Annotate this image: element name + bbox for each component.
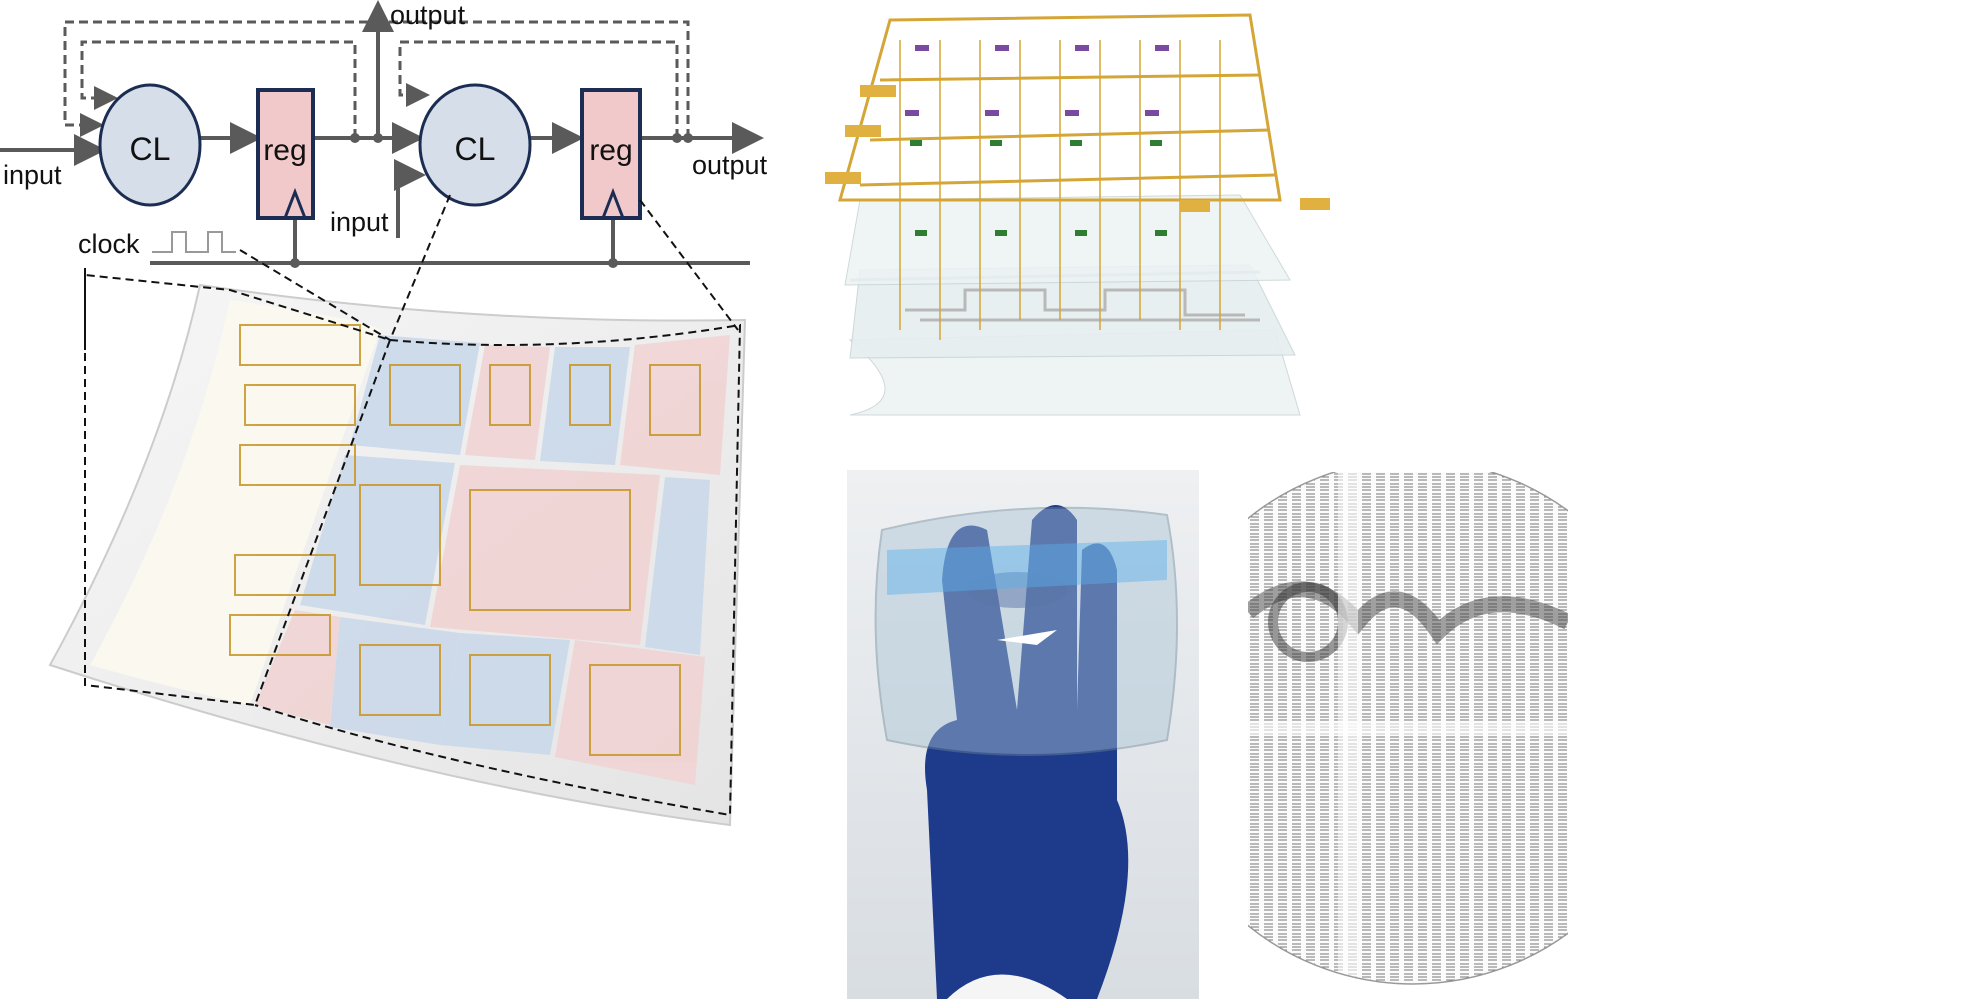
input-label-mid: input	[330, 207, 389, 237]
flexible-circuit-sheet	[48, 273, 747, 827]
cl-label: CL	[130, 131, 171, 167]
zoom-guide-lines	[84, 194, 739, 350]
wafer-scan-image	[1248, 472, 1568, 999]
photo-hand-holding-wafer	[847, 470, 1199, 999]
clock-label: clock	[78, 229, 140, 259]
cl-label: CL	[455, 131, 496, 167]
input-label-left: input	[3, 160, 62, 190]
cl-block-2: CL	[418, 83, 532, 207]
output-label-top: output	[390, 0, 466, 30]
3d-layered-circuit-render	[825, 13, 1330, 416]
sequential-logic-schematic: CL reg CL reg	[0, 0, 764, 268]
output-label-right: output	[692, 150, 768, 180]
reg-block-1: reg	[256, 88, 315, 220]
clock-waveform-icon	[152, 231, 236, 253]
reg-label: reg	[263, 134, 306, 167]
reg-block-2: reg	[580, 88, 642, 220]
cl-block-1: CL	[98, 83, 202, 207]
reg-label: reg	[589, 134, 632, 167]
